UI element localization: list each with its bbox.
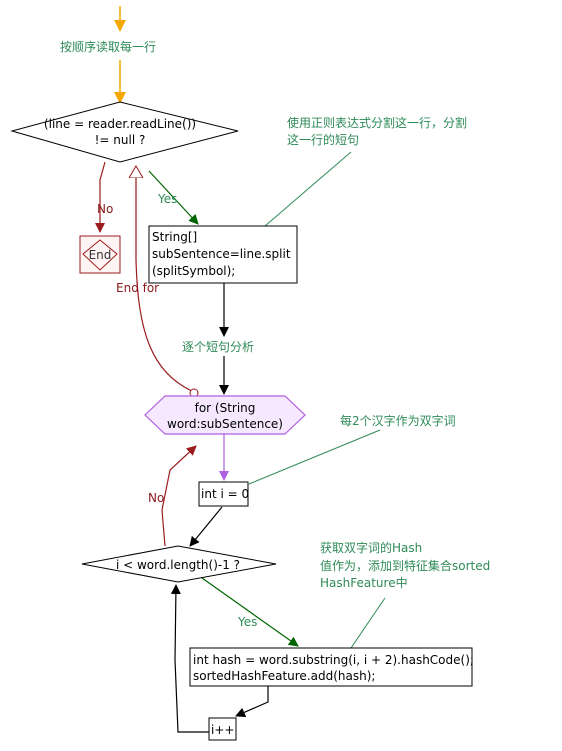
no-arrow-readline bbox=[95, 161, 106, 233]
for-loop-line1: for (String bbox=[195, 401, 256, 415]
split-box-line1: String[] bbox=[152, 230, 197, 244]
note-hash-line3: HashFeature中 bbox=[320, 575, 408, 590]
split-box-line3: (splitSymbol); bbox=[152, 264, 235, 278]
no-label-readline: No bbox=[97, 202, 113, 216]
yes-arrow-readline bbox=[148, 170, 199, 225]
yes-label-readline: Yes bbox=[157, 192, 177, 206]
readline-decision-line2: != null ? bbox=[95, 133, 146, 147]
yes-arrow-length bbox=[201, 577, 299, 647]
note-split-line2: 这一行的短句 bbox=[287, 132, 359, 147]
split-box bbox=[148, 225, 298, 284]
note-split-connector bbox=[264, 151, 352, 227]
split-box-line2: subSentence=line.split bbox=[152, 247, 291, 261]
init-to-length-arrow bbox=[189, 506, 223, 547]
init-box bbox=[198, 481, 249, 507]
note-hash-line2: 值作为，添加到特征集合sorted bbox=[320, 558, 490, 573]
end-label: End bbox=[89, 248, 112, 262]
end-diamond bbox=[82, 239, 118, 271]
end-box bbox=[79, 235, 121, 274]
length-decision-label: i < word.length()-1 ? bbox=[116, 558, 240, 572]
note-double: 每2个汉字作为双字词 bbox=[340, 413, 456, 428]
incr-box-label: i++ bbox=[211, 723, 234, 737]
for-loop-hexagon bbox=[144, 395, 306, 435]
loop-label: 逐个短句分析 bbox=[182, 340, 254, 354]
hash-box bbox=[189, 647, 473, 687]
hash-box-line2: sortedHashFeature.add(hash); bbox=[193, 669, 375, 683]
readline-decision bbox=[10, 101, 239, 163]
note-hash-connector bbox=[350, 597, 386, 649]
hash-to-incr-arrow bbox=[235, 686, 269, 717]
for-loop-line2: word:subSentence) bbox=[167, 417, 283, 431]
start-label: 按顺序读取每一行 bbox=[60, 39, 156, 54]
readline-decision-line1: (line = reader.readLine()) bbox=[44, 117, 196, 131]
no-arrow-length bbox=[161, 445, 197, 547]
incr-box bbox=[208, 717, 237, 741]
end-for-label: End for bbox=[116, 281, 159, 295]
length-decision bbox=[81, 545, 277, 583]
init-box-label: int i = 0 bbox=[201, 487, 249, 501]
note-hash-line1: 获取双字词的Hash bbox=[320, 540, 422, 555]
note-split-line1: 使用正则表达式分割这一行，分割 bbox=[287, 115, 467, 130]
yes-label-length: Yes bbox=[237, 615, 257, 629]
note-double-connector bbox=[248, 429, 381, 485]
incr-to-length-arrow bbox=[170, 584, 210, 733]
end-for-arrow bbox=[136, 166, 195, 393]
no-label-length: No bbox=[148, 491, 164, 505]
hash-box-line1: int hash = word.substring(i, i + 2).hash… bbox=[193, 653, 474, 667]
